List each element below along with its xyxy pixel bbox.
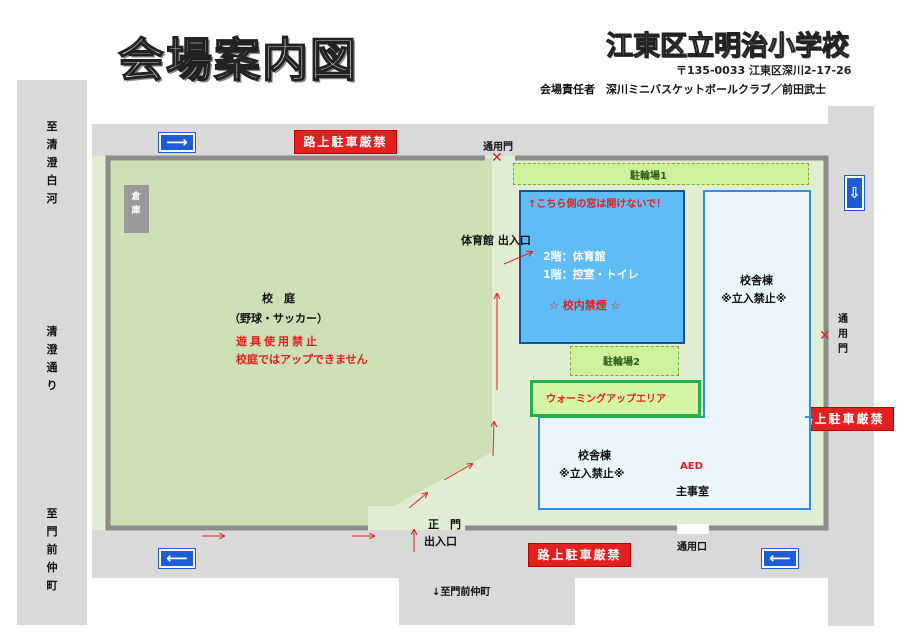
school-boundary xyxy=(105,155,829,531)
gymnasium xyxy=(519,190,685,344)
road-bottom-side xyxy=(399,578,575,625)
gym-floor-2: 2階：体育館 xyxy=(543,250,606,263)
side-entrance-bottom xyxy=(677,524,709,534)
school-address: 〒135-0033 江東区深川2-17-26 xyxy=(676,64,852,77)
gym-window-note: ↑こちら側の窓は開けないで！ xyxy=(528,199,667,210)
aed-label: AED xyxy=(680,461,703,472)
storage-building xyxy=(124,185,149,233)
playground-equipment-warning: 遊具使用禁止 xyxy=(236,335,320,348)
road-top xyxy=(92,124,834,156)
schoolyard-warmup-warning: 校庭ではアップできません xyxy=(236,353,368,366)
bicycle-parking-2 xyxy=(570,346,679,376)
closed-gate-top-icon: ✕ xyxy=(491,150,503,166)
school-building-bottom xyxy=(538,416,811,510)
no-smoking-label: ☆ 校内禁煙 ☆ xyxy=(549,299,621,312)
schoolyard-subtitle: （野球・サッカー） xyxy=(229,312,328,325)
warmup-area-label: ウォーミングアップエリア xyxy=(546,394,666,405)
schoolyard-area xyxy=(110,158,492,530)
no-parking-sign-top: 路上駐車厳禁 xyxy=(294,130,397,154)
direction-monzen-nakacho: ↓至門前仲町 xyxy=(432,587,491,598)
warmup-area xyxy=(530,380,701,417)
gym-floor-1: 1階：控室・トイレ xyxy=(543,268,639,281)
side-gate-right-label: 通用門 xyxy=(838,314,848,355)
arrow-right-icon: ⟶ xyxy=(158,132,196,153)
schoolyard-title: 校 庭 xyxy=(262,292,295,305)
bicycle-parking-1 xyxy=(513,163,809,185)
school-building-right-note: ※立入禁止※ xyxy=(721,292,787,305)
school-building-bottom-label: 校舎棟 xyxy=(578,449,611,462)
bicycle-parking-1-label: 駐輪場1 xyxy=(630,171,667,182)
venue-responsible: 会場責任者 深川ミニバスケットボールクラブ／前田武士 xyxy=(540,83,826,96)
side-entrance-bottom-label: 通用口 xyxy=(677,542,707,553)
no-parking-sign-bottom: 路上駐車厳禁 xyxy=(528,543,631,567)
main-gate-entrance-label: 出入口 xyxy=(424,535,457,548)
main-gate-label: 正 門 xyxy=(428,518,461,531)
road-label-kiyosumi-shirakawa: 至清澄白河 xyxy=(46,120,58,205)
gym-entrance-label: 体育館 出入口 xyxy=(461,234,531,247)
school-building-bottom-note: ※立入禁止※ xyxy=(559,467,625,480)
road-bottom xyxy=(92,530,834,578)
storage-label: 倉庫 xyxy=(131,192,141,216)
page-title: 会場案内図 xyxy=(117,32,358,88)
custodian-office-label: 主事室 xyxy=(676,485,709,498)
school-name: 江東区立明治小学校 xyxy=(606,31,850,63)
bicycle-parking-2-label: 駐輪場2 xyxy=(603,357,640,368)
arrow-down-icon: ⇩ xyxy=(844,175,865,211)
arrow-left-icon: ⟵ xyxy=(761,548,799,569)
side-gate-top-label: 通用門 xyxy=(483,142,513,153)
road-left xyxy=(17,80,87,625)
closed-gate-right-icon: ✕ xyxy=(819,328,831,344)
road-label-kiyosumi-dori: 清澄通り xyxy=(46,325,58,392)
road-label-monzen-nakacho: 至門前仲町 xyxy=(46,507,58,592)
school-building-right-label: 校舎棟 xyxy=(740,274,773,287)
school-building-right xyxy=(703,190,811,420)
arrow-left-icon: ⟵ xyxy=(158,548,196,569)
